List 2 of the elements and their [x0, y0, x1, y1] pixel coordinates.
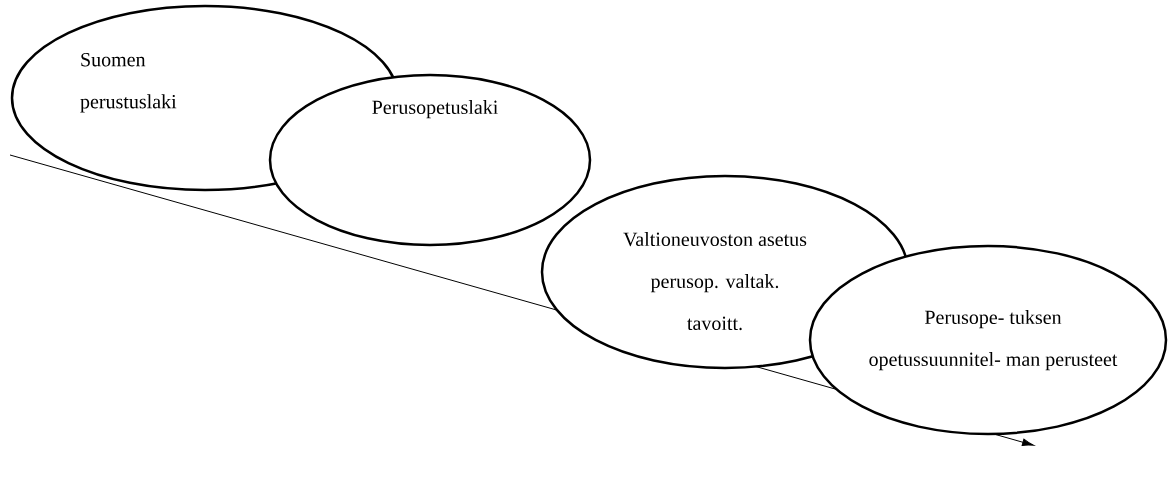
ellipse-node: Perusope- tuksen opetussuunnitel- man perusteet — [808, 244, 1168, 436]
ellipse-node: Perusopetuslaki — [268, 73, 592, 247]
